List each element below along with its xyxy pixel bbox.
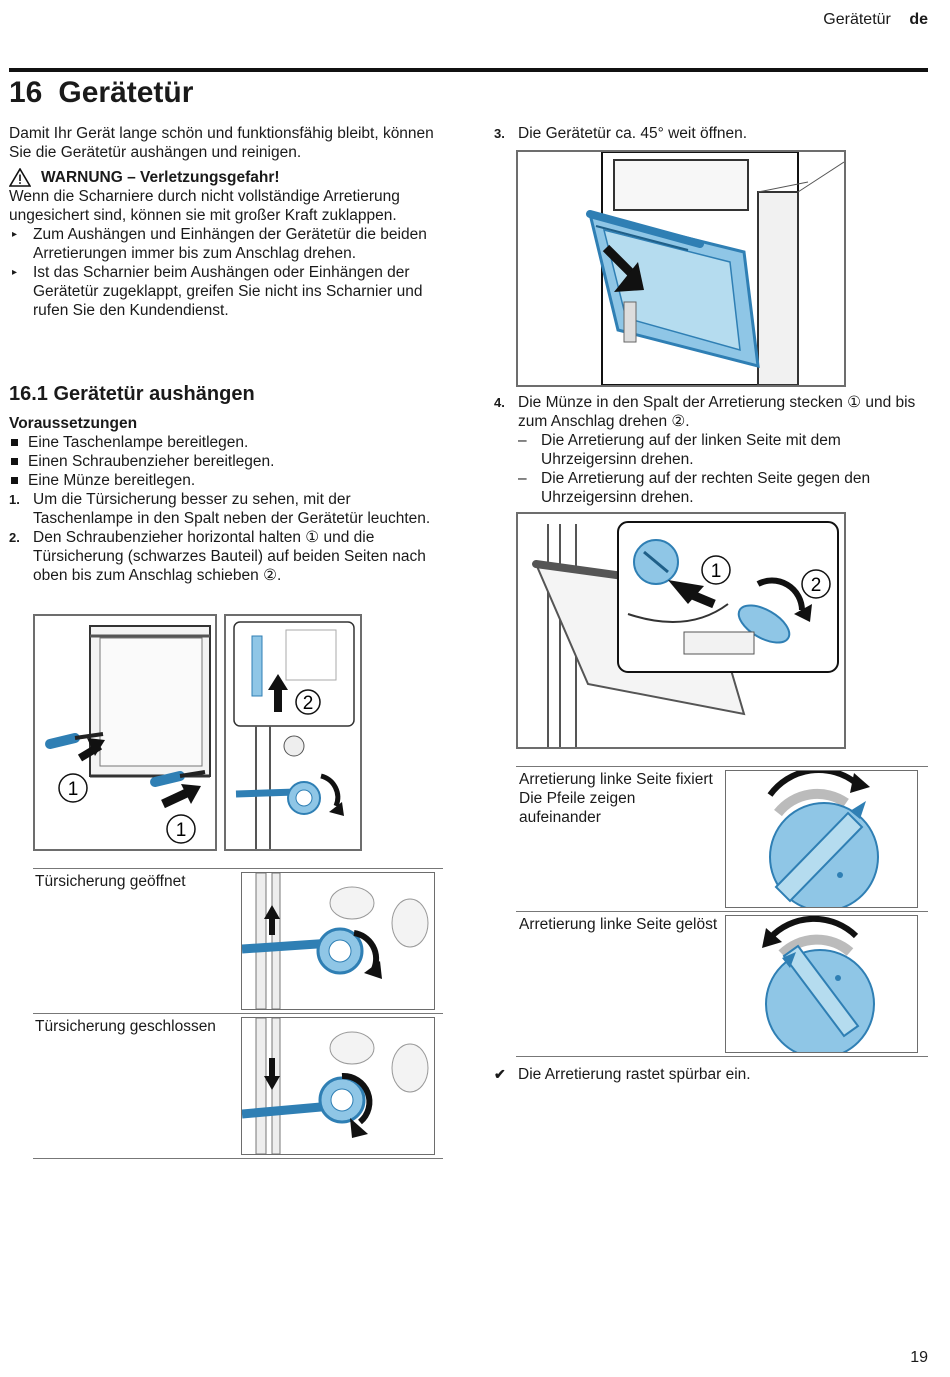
table-label-released: Arretierung linke Seite gelöst — [519, 916, 718, 933]
table-rule — [516, 911, 928, 912]
square-bullet-icon — [11, 458, 18, 465]
figure-lock-released — [725, 915, 918, 1053]
prereq-item: Eine Münze bereitlegen. — [9, 471, 449, 490]
section-number: 16.1 — [9, 383, 48, 405]
figure-lock-closed — [241, 1017, 435, 1155]
arrow-bullet-icon: ▸ — [12, 267, 18, 278]
warning-item-text: Zum Aushängen und Einhängen der Gerätetü… — [33, 226, 427, 262]
step-text: Die Gerätetür ca. 45° weit öffnen. — [518, 125, 748, 142]
prereq-item: Einen Schraubenzieher bereitlegen. — [9, 452, 449, 471]
table-rule — [516, 766, 928, 767]
step-number: 1. — [9, 492, 20, 507]
figure-door-open-45 — [516, 150, 846, 387]
figure-screwdriver-door: 1 1 — [33, 614, 217, 851]
prereq-item: Eine Taschenlampe bereitlegen. — [9, 433, 449, 452]
step-3-block: 3. Die Gerätetür ca. 45° weit öffnen. — [494, 124, 934, 143]
prereq-text: Eine Taschenlampe bereitlegen. — [28, 434, 249, 451]
figure-lock-open — [241, 872, 435, 1010]
prereq-text: Eine Münze bereitlegen. — [28, 472, 196, 489]
callout-one: 1 — [711, 561, 722, 582]
sub-step-item: –Die Arretierung auf der rechten Seite g… — [494, 469, 934, 507]
table-rule — [516, 1056, 928, 1057]
step-text: Die Münze in den Spalt der Arretierung s… — [518, 394, 916, 430]
step-text: Den Schraubenzieher horizontal halten ① … — [33, 529, 426, 584]
section-heading: 16.1 Gerätetür aushängen — [9, 381, 255, 407]
table-rule — [33, 1158, 443, 1159]
step-item: 3. Die Gerätetür ca. 45° weit öffnen. — [494, 124, 934, 143]
header-section: Gerätetür — [823, 11, 891, 28]
intro-text: Damit Ihr Gerät lange schön und funktion… — [9, 125, 434, 161]
step-text: Um die Türsicherung besser zu sehen, mit… — [33, 491, 431, 527]
result-text: Die Arretierung rastet spürbar ein. — [518, 1066, 751, 1083]
chapter-heading: 16 Gerätetür — [9, 74, 193, 112]
sub-step-text: Die Arretierung auf der rechten Seite ge… — [541, 470, 871, 506]
step-item: 1. Um die Türsicherung besser zu sehen, m… — [9, 490, 449, 528]
prereq-title: Voraussetzungen — [9, 415, 138, 432]
figure-door-lock-push: 2 — [224, 614, 362, 851]
page-number: 19 — [910, 1349, 928, 1366]
step-number: 4. — [494, 395, 505, 410]
step-4-block: 4. Die Münze in den Spalt der Arretierung… — [494, 393, 934, 507]
chapter-number: 16 — [9, 76, 43, 109]
prereq-text: Einen Schraubenzieher bereitlegen. — [28, 453, 275, 470]
square-bullet-icon — [11, 477, 18, 484]
table-label-closed: Türsicherung geschlossen — [35, 1018, 216, 1035]
callout-one: 1 — [176, 820, 187, 841]
result-block: ✔ Die Arretierung rastet spürbar ein. — [494, 1065, 934, 1084]
callout-two: 2 — [811, 575, 822, 596]
table-label-open: Türsicherung geöffnet — [35, 873, 186, 890]
step-number: 2. — [9, 530, 20, 545]
intro-block: Damit Ihr Gerät lange schön und funktion… — [9, 124, 449, 320]
dash-bullet-icon: – — [518, 470, 527, 487]
running-header: Gerätetür de — [823, 10, 928, 29]
arrow-bullet-icon: ▸ — [12, 229, 18, 240]
table-rule — [33, 868, 443, 869]
warning-title: WARNUNG – Verletzungsgefahr! — [41, 169, 280, 186]
checkmark-icon: ✔ — [494, 1066, 506, 1082]
warning-item: ▸ Zum Aushängen und Einhängen der Geräte… — [9, 225, 449, 263]
figure-lock-fixed — [725, 770, 918, 908]
step-item: 4. Die Münze in den Spalt der Arretierung… — [494, 393, 934, 431]
warning-block: WARNUNG – Verletzungsgefahr! Wenn die Sc… — [9, 168, 449, 320]
chapter-title: Gerätetür — [58, 76, 194, 109]
figure-coin-lock: 1 2 — [516, 512, 846, 749]
warning-text: Wenn die Scharniere durch nicht vollstän… — [9, 188, 400, 224]
header-rule — [9, 68, 928, 72]
result-item: ✔ Die Arretierung rastet spürbar ein. — [494, 1065, 934, 1084]
table-label-fixed: Arretierung linke Seite fixiert Die Pfei… — [519, 771, 713, 826]
step-number: 3. — [494, 126, 505, 141]
square-bullet-icon — [11, 439, 18, 446]
section-title: Gerätetür aushängen — [53, 383, 255, 405]
warning-item: ▸ Ist das Scharnier beim Aushängen oder … — [9, 263, 449, 320]
warning-triangle-icon — [9, 168, 31, 187]
callout-one: 1 — [68, 779, 79, 800]
callout-two: 2 — [303, 693, 314, 714]
step-item: 2. Den Schraubenzieher horizontal halten … — [9, 528, 449, 585]
sub-step-item: –Die Arretierung auf der linken Seite mi… — [494, 431, 934, 469]
dash-bullet-icon: – — [518, 432, 527, 449]
header-language: de — [909, 11, 928, 28]
warning-item-text: Ist das Scharnier beim Aushängen oder Ei… — [33, 264, 423, 319]
warning-title-row: WARNUNG – Verletzungsgefahr! — [9, 168, 449, 187]
procedure-block: Voraussetzungen Eine Taschenlampe bereit… — [9, 414, 449, 585]
table-rule — [33, 1013, 443, 1014]
sub-step-text: Die Arretierung auf der linken Seite mit… — [541, 432, 841, 468]
